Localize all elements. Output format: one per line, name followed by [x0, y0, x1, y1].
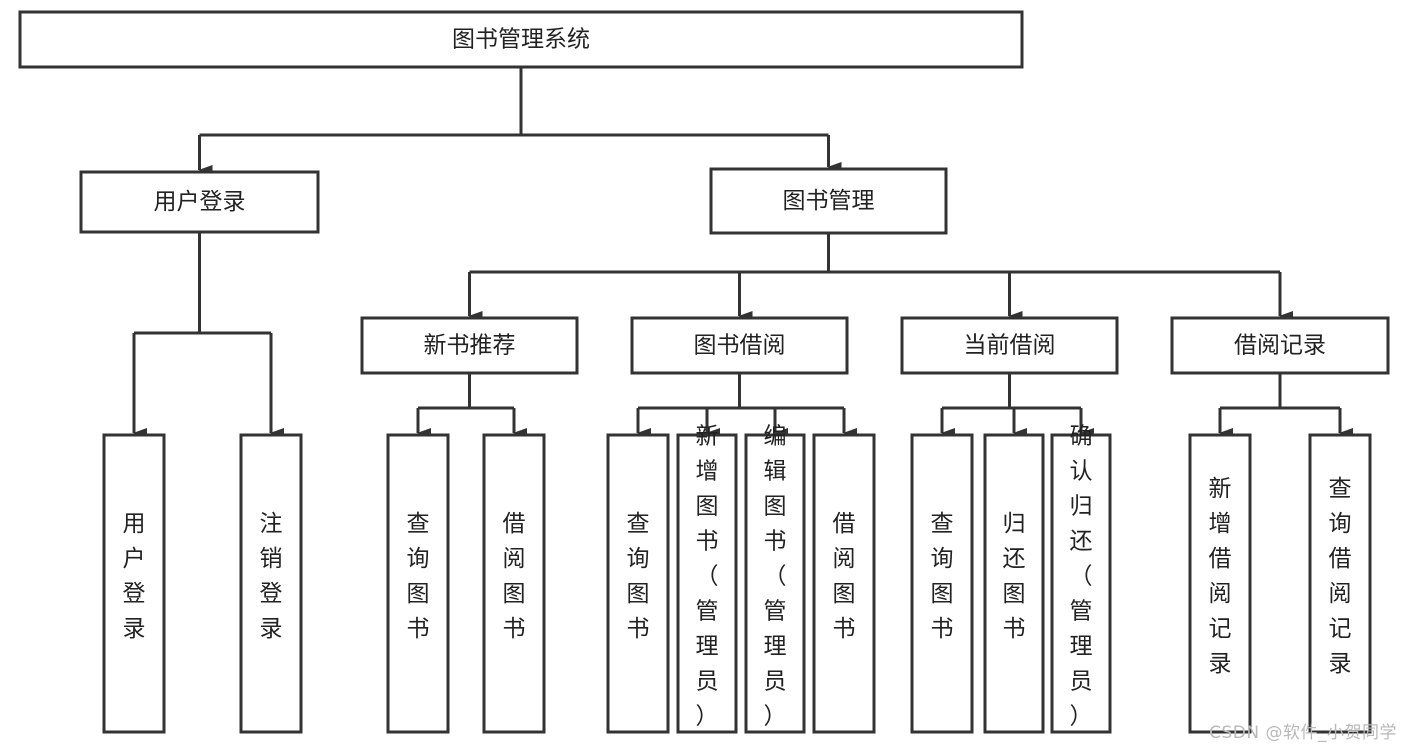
- node-box: [239, 433, 303, 734]
- node-level2-用户登录[interactable]: 用户登录: [79, 170, 320, 234]
- node-level3-借阅记录[interactable]: 借阅记录: [1170, 316, 1390, 375]
- node-box: [630, 316, 849, 375]
- node-leaf-查询图书[interactable]: 查询图书: [910, 433, 974, 734]
- node-box: [900, 316, 1119, 375]
- csdn-watermark: CSDN @软件_小贺同学: [1209, 723, 1397, 743]
- node-box: [983, 433, 1045, 734]
- node-box: [482, 433, 546, 734]
- node-label: 新增借阅记录: [1209, 476, 1232, 677]
- node-leaf-借阅图书[interactable]: 借阅图书: [812, 433, 876, 734]
- node-box: [360, 316, 579, 375]
- node-leaf-借阅图书[interactable]: 借阅图书: [482, 433, 546, 734]
- node-leaf-查询图书[interactable]: 查询图书: [606, 433, 670, 734]
- node-box: [386, 433, 450, 734]
- node-box: [1050, 433, 1112, 734]
- node-box: [18, 10, 1024, 69]
- node-root-图书管理系统[interactable]: 图书管理系统: [18, 10, 1024, 69]
- node-label: 注销登录: [260, 511, 283, 642]
- node-label: 图书管理系统: [452, 27, 590, 53]
- connector-layer: [132, 67, 1353, 438]
- node-leaf-查询图书[interactable]: 查询图书: [386, 433, 450, 734]
- node-leaf-编辑图书管理员[interactable]: 编辑图书（管理员）: [744, 424, 806, 734]
- node-box: [79, 170, 320, 234]
- node-level3-图书借阅[interactable]: 图书借阅: [630, 316, 849, 375]
- node-level2-图书管理[interactable]: 图书管理: [709, 167, 948, 235]
- node-label: 图书借阅: [694, 333, 786, 359]
- node-leaf-确认归还管理员[interactable]: 确认归还（管理员）: [1050, 424, 1112, 734]
- node-leaf-新增图书管理员[interactable]: 新增图书（管理员）: [676, 424, 738, 734]
- node-label: 查询图书: [931, 511, 954, 642]
- node-label: 用户登录: [123, 511, 146, 642]
- node-label: 确认归还（管理员）: [1070, 424, 1093, 730]
- node-label: 编辑图书（管理员）: [764, 424, 787, 730]
- node-label: 查询图书: [407, 511, 430, 642]
- node-label: 图书管理: [783, 188, 875, 214]
- node-label: 借阅记录: [1234, 333, 1326, 359]
- node-box: [709, 167, 948, 235]
- node-label: 用户登录: [154, 189, 246, 215]
- node-box: [606, 433, 670, 734]
- node-label: 借阅图书: [503, 511, 526, 642]
- node-label: 查询图书: [627, 511, 650, 642]
- node-label: 归还图书: [1003, 511, 1026, 642]
- node-label: 查询借阅记录: [1329, 476, 1352, 677]
- node-label: 新书推荐: [424, 333, 516, 359]
- node-box: [1188, 433, 1252, 734]
- node-box: [910, 433, 974, 734]
- node-label: 当前借阅: [964, 333, 1056, 359]
- node-leaf-注销登录[interactable]: 注销登录: [239, 433, 303, 734]
- node-level3-当前借阅[interactable]: 当前借阅: [900, 316, 1119, 375]
- node-box: [1170, 316, 1390, 375]
- node-leaf-查询借阅记录[interactable]: 查询借阅记录: [1308, 433, 1372, 734]
- node-box: [102, 433, 166, 734]
- node-leaf-用户登录[interactable]: 用户登录: [102, 433, 166, 734]
- node-box: [744, 433, 806, 734]
- node-level3-新书推荐[interactable]: 新书推荐: [360, 316, 579, 375]
- node-box: [812, 433, 876, 734]
- node-leaf-归还图书[interactable]: 归还图书: [983, 433, 1045, 734]
- node-leaf-新增借阅记录[interactable]: 新增借阅记录: [1188, 433, 1252, 734]
- node-label: 新增图书（管理员）: [696, 424, 719, 730]
- node-box: [676, 433, 738, 734]
- node-box: [1308, 433, 1372, 734]
- node-layer: 图书管理系统用户登录图书管理新书推荐图书借阅当前借阅借阅记录用户登录注销登录查询…: [18, 10, 1390, 734]
- node-label: 借阅图书: [833, 511, 856, 642]
